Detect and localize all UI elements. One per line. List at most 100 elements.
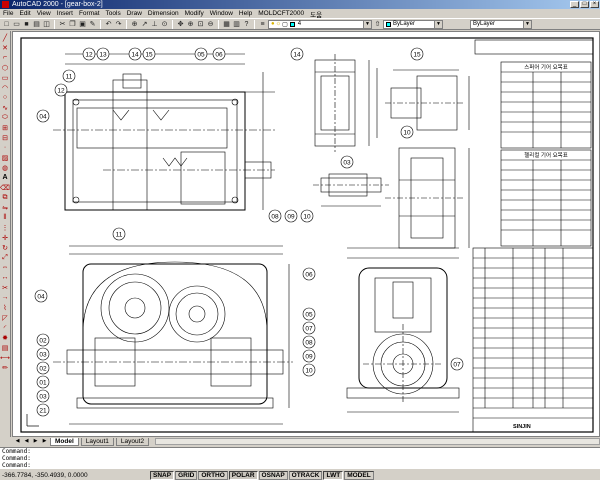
model-toggle[interactable]: MODEL [344, 470, 374, 480]
cut-icon[interactable]: ✂ [59, 21, 66, 28]
linetype-dropdown[interactable]: ByLayer ▼ [470, 19, 532, 29]
lwt-toggle[interactable]: LWT [323, 470, 344, 480]
extend-icon[interactable]: → [1, 294, 9, 301]
construction-line-icon[interactable]: ✕ [2, 44, 8, 52]
menu-format[interactable]: Format [78, 10, 100, 17]
design-center-icon[interactable]: ▥ [233, 21, 240, 28]
horizontal-scrollbar[interactable] [155, 438, 600, 445]
region-icon[interactable]: ◍ [1, 164, 9, 172]
line-icon[interactable]: ╱ [2, 34, 8, 42]
menu-korean-help[interactable]: 도움 [310, 11, 323, 19]
explode-icon[interactable]: ✸ [2, 334, 8, 342]
make-block-icon[interactable]: ⊟ [2, 134, 8, 142]
lengthen-icon[interactable]: ↔ [1, 274, 9, 281]
spline-icon[interactable]: ∿ [2, 104, 8, 112]
new-icon[interactable]: □ [4, 20, 9, 28]
polyline-icon[interactable]: ⌐ [2, 54, 8, 61]
fillet-icon[interactable]: ◜ [3, 324, 7, 332]
layers-icon[interactable]: ≡ [260, 20, 265, 28]
zoom-previous-icon[interactable]: ⊖ [207, 21, 214, 28]
help-icon[interactable]: ? [244, 20, 249, 28]
snap-toggle[interactable]: SNAP [150, 470, 175, 480]
copy-object-icon[interactable]: ⧉ [2, 193, 8, 201]
grid-toggle[interactable]: GRID [175, 470, 198, 480]
menu-help[interactable]: Help [238, 10, 253, 17]
save-icon[interactable]: ■ [24, 20, 29, 28]
arc-icon[interactable]: ◠ [1, 84, 9, 92]
undo-icon[interactable]: ↶ [105, 21, 112, 28]
circle-icon[interactable]: ○ [2, 94, 8, 101]
color-dropdown[interactable]: ByLayer ▼ [383, 19, 443, 29]
drawing-canvas[interactable]: 12 13 14 15 05 06 11 12 04 08 09 10 11 0… [12, 31, 600, 437]
menu-edit[interactable]: Edit [19, 10, 31, 17]
open-icon[interactable]: ▭ [13, 21, 20, 28]
menu-tools[interactable]: Tools [105, 10, 121, 17]
menu-dimension[interactable]: Dimension [147, 10, 179, 17]
make-layer-current-icon[interactable]: ⇧ [374, 21, 381, 28]
redo-icon[interactable]: ↷ [115, 21, 122, 28]
rectangle-icon[interactable]: ▭ [1, 74, 9, 82]
prev-tab-icon[interactable]: ◀ [24, 438, 29, 444]
ellipse-icon[interactable]: ⬭ [2, 113, 8, 121]
tab-model[interactable]: Model [50, 437, 79, 446]
svg-text:15: 15 [413, 52, 421, 59]
trim-icon[interactable]: ✂ [2, 284, 8, 292]
stretch-icon[interactable]: ⇔ [1, 264, 9, 271]
ucs-icon[interactable]: ⊥ [151, 21, 158, 28]
properties-icon[interactable]: ▤ [1, 344, 9, 352]
menu-view[interactable]: View [36, 10, 51, 17]
match-icon[interactable]: ✎ [89, 21, 96, 28]
pan-icon[interactable]: ✥ [177, 21, 184, 28]
offset-icon[interactable]: ⫴ [3, 213, 7, 221]
zoom-window-icon[interactable]: ⊡ [197, 21, 204, 28]
mirror-icon[interactable]: ⇋ [2, 204, 8, 212]
snap-icon[interactable]: ⊙ [161, 21, 168, 28]
first-tab-icon[interactable]: ◀ [15, 438, 20, 444]
scale-icon[interactable]: ⤢ [2, 253, 8, 261]
next-tab-icon[interactable]: ▶ [33, 438, 38, 444]
preview-icon[interactable]: ◫ [43, 21, 50, 28]
hatch-icon[interactable]: ▨ [1, 154, 9, 162]
close-button[interactable]: × [590, 1, 599, 8]
menu-file[interactable]: File [3, 10, 14, 17]
tracking-icon[interactable]: ↗ [141, 21, 148, 28]
mtext-icon[interactable]: A [2, 174, 8, 181]
chamfer-icon[interactable]: ◸ [2, 314, 8, 322]
chevron-down-icon[interactable]: ▼ [363, 20, 371, 28]
chevron-down-icon[interactable]: ▼ [434, 20, 442, 28]
command-window[interactable]: Command: Command: Command: [0, 447, 600, 469]
copy-icon[interactable]: ❐ [69, 21, 76, 28]
array-icon[interactable]: ⋮ [1, 224, 9, 232]
insert-block-icon[interactable]: ⊞ [2, 124, 8, 132]
chevron-down-icon[interactable]: ▼ [523, 20, 531, 28]
print-icon[interactable]: ▤ [33, 21, 40, 28]
layer-dropdown[interactable]: ● ☼ ▢ 4 ▼ [268, 19, 372, 29]
polar-toggle[interactable]: POLAR [228, 470, 258, 480]
point-icon[interactable]: · [3, 144, 7, 151]
erase-icon[interactable]: ⌫ [0, 184, 10, 192]
otrack-toggle[interactable]: OTRACK [288, 470, 323, 480]
polygon-icon[interactable]: ⬡ [1, 64, 9, 72]
last-tab-icon[interactable]: ▶ [42, 438, 47, 444]
tab-layout1[interactable]: Layout1 [80, 437, 114, 446]
hyperlink-icon[interactable]: ⊕ [131, 21, 138, 28]
menu-draw[interactable]: Draw [126, 10, 142, 17]
tab-layout2[interactable]: Layout2 [115, 437, 150, 446]
menu-insert[interactable]: Insert [56, 10, 73, 17]
properties-icon[interactable]: ▦ [223, 21, 230, 28]
minimize-button[interactable]: _ [570, 1, 579, 8]
rotate-icon[interactable]: ↻ [2, 244, 8, 252]
maximize-button[interactable]: □ [580, 1, 589, 8]
break-icon[interactable]: ⌇ [3, 304, 7, 312]
paste-icon[interactable]: ▣ [79, 21, 86, 28]
menu-moldcft[interactable]: MOLDCFT2000 [258, 10, 305, 17]
osnap-toggle[interactable]: OSNAP [258, 470, 288, 480]
menu-window[interactable]: Window [209, 10, 233, 17]
pencil-icon[interactable]: ✏ [2, 364, 8, 372]
dimension-icon[interactable]: ⟷ [0, 354, 11, 362]
menu-modify[interactable]: Modify [184, 10, 204, 17]
move-icon[interactable]: ✛ [2, 234, 8, 242]
command-line[interactable]: Command: [2, 462, 31, 469]
ortho-toggle[interactable]: ORTHO [198, 470, 228, 480]
zoom-realtime-icon[interactable]: ⊕ [187, 21, 194, 28]
